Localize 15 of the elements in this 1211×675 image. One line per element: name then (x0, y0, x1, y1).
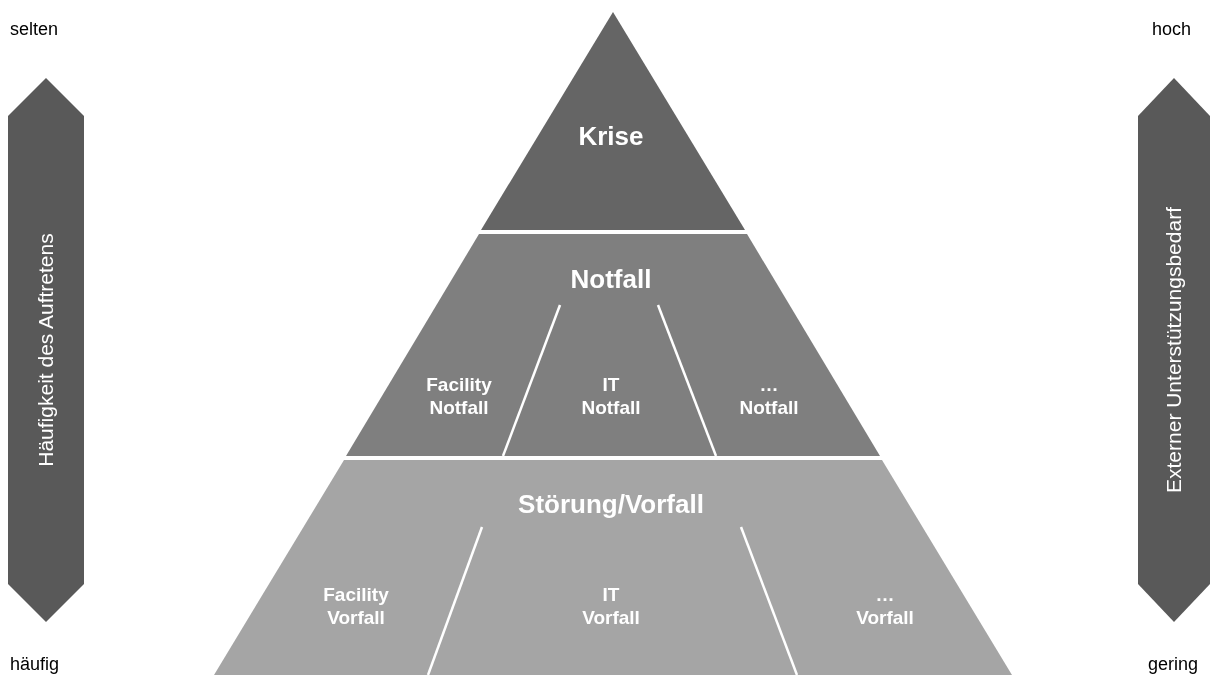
scale-label: gering (1148, 654, 1199, 675)
axis-label: Häufigkeit des Auftretens (33, 233, 59, 467)
category-label: … Notfall (739, 374, 799, 420)
scale-label: häufig (10, 654, 60, 675)
scale-label: hoch (1152, 19, 1192, 40)
axis-label: Externer Unterstützungsbedarf (1161, 207, 1187, 493)
category-label: IT Notfall (581, 374, 641, 420)
category-label: … Vorfall (856, 584, 914, 630)
category-label: Facility Notfall (426, 374, 492, 420)
layer-heading: Störung/Vorfall (518, 489, 704, 521)
category-label: Facility Vorfall (323, 584, 389, 630)
layer-heading: Krise (578, 121, 644, 153)
layer-heading: Notfall (570, 264, 652, 296)
category-label: IT Vorfall (582, 584, 640, 630)
scale-label: selten (10, 19, 59, 40)
